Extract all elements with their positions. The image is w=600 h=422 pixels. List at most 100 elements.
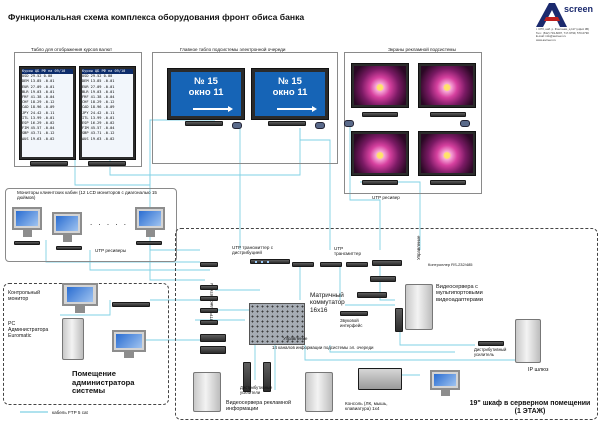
ascreen-logo-icon (536, 3, 567, 27)
rates-table-row: SBP 43.71 -0.12 (22, 131, 55, 136)
client-monitors-section (5, 188, 177, 262)
rates-table-row: JPY 24.42 -0.11 (22, 110, 55, 115)
utp-receiver-device (362, 180, 398, 185)
mouse-icon (232, 122, 242, 129)
rates-table-row: FIM 45.57 -0.04 (82, 126, 115, 131)
control-monitor-label: Контрольный монитор (8, 290, 41, 302)
rates-table-row: CAD 18.96 -0.09 (22, 105, 55, 110)
console-kvm (358, 368, 402, 390)
arrow-right-icon (193, 108, 229, 110)
pc-admin-label: PC Администратора Euromatic (8, 321, 49, 339)
ad-screens-label: Экраны рекламной подсистемы (387, 47, 457, 53)
utp-receiver-device (14, 241, 40, 245)
queue-window-number: окно 11 (272, 87, 308, 98)
utp-receiver-device (185, 121, 223, 126)
matrix-switch-16x16 (249, 303, 305, 345)
arrow-right-icon (277, 108, 313, 110)
ad-display-4 (418, 131, 476, 176)
mouse-icon (344, 120, 354, 127)
utp-receiver-device (430, 180, 466, 185)
distrib-amp-vertical (263, 362, 271, 392)
rates-table-row: AUS 19.63 -0.02 (22, 136, 55, 141)
legend-ftp-cable: кабель FTP 5 cat (52, 410, 88, 415)
console-monitor (430, 370, 460, 396)
rates-table-row: DEM 13.85 -0.01 (82, 79, 115, 84)
admin-room-label: Помещение администратора системы (72, 369, 135, 396)
distrib-amp-vertical (395, 308, 403, 332)
sound-interface-device (340, 311, 368, 316)
rates-table-row: ESP 16.29 -0.02 (22, 121, 55, 126)
utp-transmitter-device (200, 262, 218, 267)
mouse-icon (460, 120, 470, 127)
rates-table-row: JPY 24.42 -0.11 (82, 110, 115, 115)
distrib-amp-device (478, 341, 504, 346)
rs232-controller-device (372, 260, 402, 266)
rates-table-row: USD 29.52 0.00 (22, 74, 53, 79)
distrib-amp-vertical (243, 362, 251, 392)
control2-label: Управление (283, 336, 308, 341)
rates-table-row: USD 29.52 0.00 (82, 74, 113, 79)
utp-receivers-label: UTP ресиверы (95, 248, 127, 253)
logo-contacts: г. СПб, наб. р. Фонтанки, д.117 (офис 3Б… (536, 27, 590, 42)
distrib-amp-label: Дистрибутивный усилитель (474, 347, 507, 357)
rates-table-row: FIM 45.57 -0.04 (22, 126, 55, 131)
logo-brand: screen (564, 4, 594, 14)
utp-transmitter-device (200, 296, 218, 301)
ad-display-2 (418, 63, 476, 108)
rates-table-row: AUS 19.63 -0.02 (82, 136, 115, 141)
pc-admin-tower (62, 318, 84, 360)
ad-display-3 (351, 131, 409, 176)
utp-receiver-device (112, 302, 150, 307)
queue-display-1: № 15 окно 11 (167, 68, 245, 120)
control-monitor (62, 283, 98, 313)
utp-transmitter-device (200, 308, 218, 313)
distrib-amps-label: Дистрибутивные усилители (240, 385, 273, 395)
utp-receiver-device (362, 112, 398, 117)
rates-table-row: CHF 18.29 -0.12 (22, 100, 55, 105)
matrix-switch-label: Матричный коммутатор 16x16 (310, 292, 345, 314)
utp-receiver-label: UTP ресивер (372, 195, 400, 200)
queue-board-section (152, 52, 338, 164)
pc-admin-monitor (112, 330, 146, 358)
utp-transmitter-device (200, 346, 226, 354)
rates-table-row: CAD 18.96 -0.09 (82, 105, 115, 110)
rates-table-row: FRF 41.38 -0.04 (82, 95, 115, 100)
arrow-head (228, 106, 233, 112)
rates-table-row: FRF 41.38 -0.04 (22, 95, 55, 100)
distrib-device (370, 276, 396, 282)
utp-transmitter-device (346, 262, 368, 267)
ellipsis: . . . . . (90, 218, 129, 227)
ad-video-server (193, 372, 221, 412)
client-monitor (12, 207, 42, 237)
rates-table-row: ITL 13.99 -0.01 (82, 115, 115, 120)
client-monitors-label: Мониторы клиентских кабин (12 LCD монито… (17, 190, 157, 201)
rates-table-row: EUR 27.09 -0.01 (82, 84, 115, 89)
arrow-head (312, 106, 317, 112)
video-server-multiport (405, 284, 433, 330)
queue-board-label: Главное табло подсистемы электронной оче… (179, 47, 287, 53)
utp-receiver-device (430, 112, 466, 117)
utp-receiver-device (30, 161, 68, 166)
video-servers-multiport-label: Видеосервера с мультипортовыми видеоадап… (436, 284, 483, 303)
utp-transmitter-device (200, 285, 218, 290)
rates-table-row: BLR 19.03 -0.01 (82, 89, 115, 94)
sound-interface-label: Звуковой интерфейс (340, 318, 363, 329)
server-room-label: 19" шкаф в серверном помещении (1 ЭТАЖ) (469, 400, 591, 416)
queue-display-2: № 15 окно 11 (251, 68, 329, 120)
queue-ticket-number: № 15 (278, 76, 302, 87)
distrib-device (357, 292, 387, 298)
ip-gateway-label: IP шлюз (528, 367, 549, 373)
console-label: Консоль (ЛК, мышь, клавиатура) 1x4 (345, 401, 388, 412)
utp-receiver-device (136, 241, 162, 245)
ad-display-1 (351, 63, 409, 108)
channels-label: 14 каналов информации подсистемы эл. оче… (272, 345, 374, 350)
rates-table-row: BLR 19.03 -0.01 (22, 89, 55, 94)
utp-transmitter-device (200, 320, 218, 325)
utp-receiver-device (88, 161, 126, 166)
utp-transmitter-distrib-label: UTP трансмиттер с дистрибуцией (232, 245, 273, 256)
